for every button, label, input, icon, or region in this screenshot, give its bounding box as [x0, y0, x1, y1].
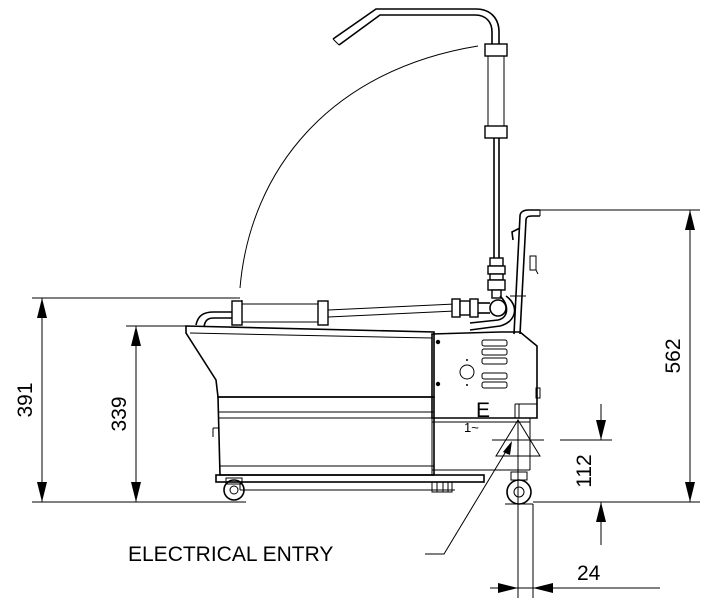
push-handle: [510, 209, 541, 335]
dimension-label-339: 339: [108, 396, 131, 431]
switch-knob-icon: [459, 364, 475, 380]
control-box: [431, 331, 541, 475]
screw-icon: [435, 339, 441, 345]
dimension-391: 391: [14, 297, 240, 503]
dimension-label-391: 391: [14, 382, 37, 417]
base-rail: [215, 474, 485, 483]
electrical-entry-label: ELECTRICAL ENTRY: [128, 543, 333, 566]
wand-swing-arc: [239, 45, 479, 289]
vent-slots: [481, 339, 508, 389]
electrical-entry-callout: ELECTRICAL ENTRY: [128, 441, 512, 566]
vertical-wand: [332, 8, 516, 331]
dimension-label-112: 112: [573, 454, 596, 487]
dimension-339: 339: [108, 325, 186, 502]
rear-wheel: [505, 471, 533, 505]
dimension-label-24: 24: [577, 562, 601, 585]
front-wheel: [222, 477, 246, 503]
dimension-112: 112: [560, 404, 612, 545]
upper-hopper: [185, 325, 435, 398]
dimension-562: 562: [533, 209, 700, 503]
lower-tank: [217, 396, 435, 476]
horizontal-filter-hose: [195, 298, 507, 328]
screw-icon: [435, 381, 441, 387]
electrical-entry-symbol: E 1~: [464, 399, 544, 470]
dimension-24: 24: [490, 470, 660, 598]
dimension-label-562: 562: [662, 338, 685, 373]
machine-body: [185, 325, 485, 493]
phase-label: 1~: [464, 420, 479, 435]
entry-letter: E: [476, 399, 490, 422]
